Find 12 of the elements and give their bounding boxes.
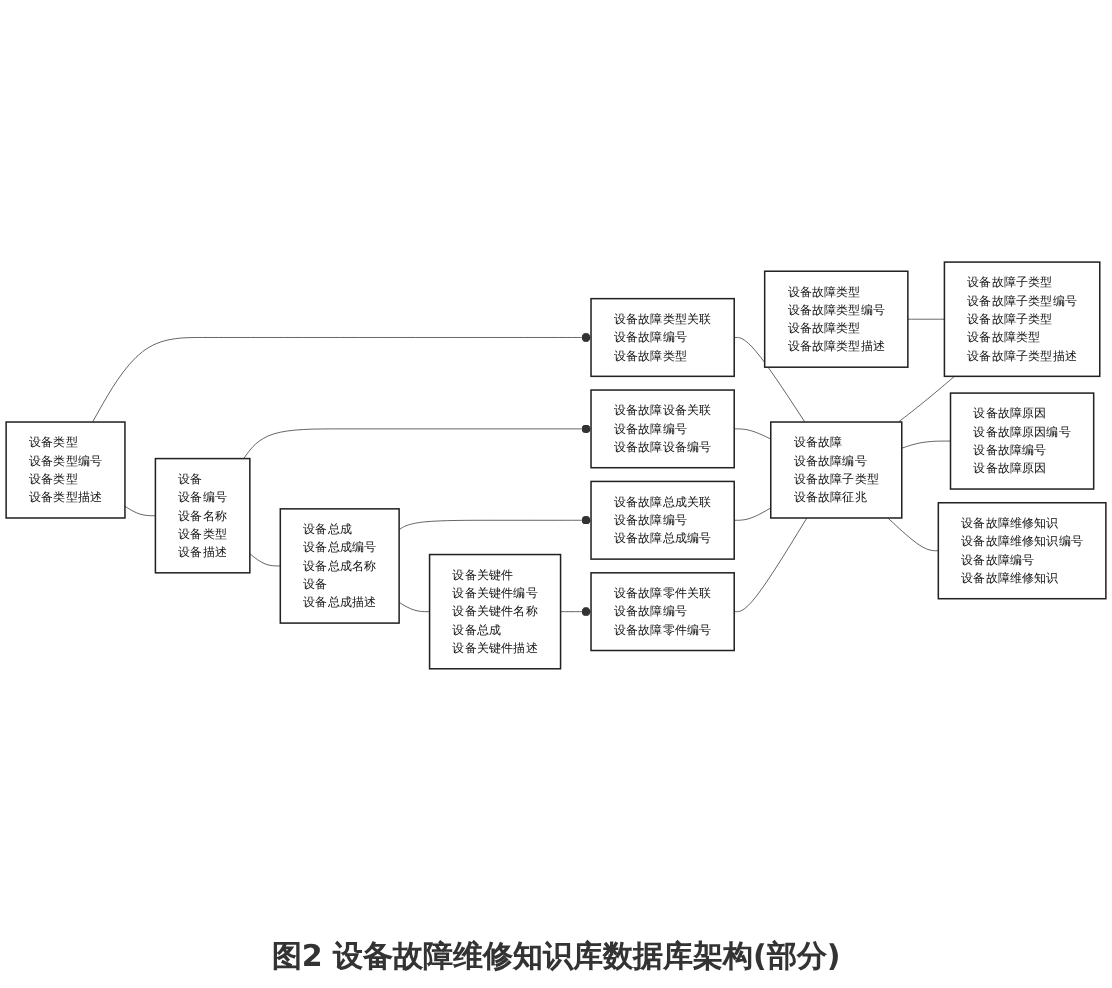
connector	[398, 602, 430, 613]
connector	[887, 518, 939, 552]
caption: 图2 设备故障维修知识库数据库架构(部分)	[269, 936, 843, 978]
connector	[733, 518, 808, 613]
connector	[907, 319, 945, 321]
connector	[249, 553, 281, 567]
connector	[733, 337, 806, 423]
connector	[733, 429, 772, 440]
connector	[901, 441, 951, 450]
connector	[733, 508, 772, 522]
connector	[898, 376, 955, 423]
connector	[124, 506, 156, 517]
